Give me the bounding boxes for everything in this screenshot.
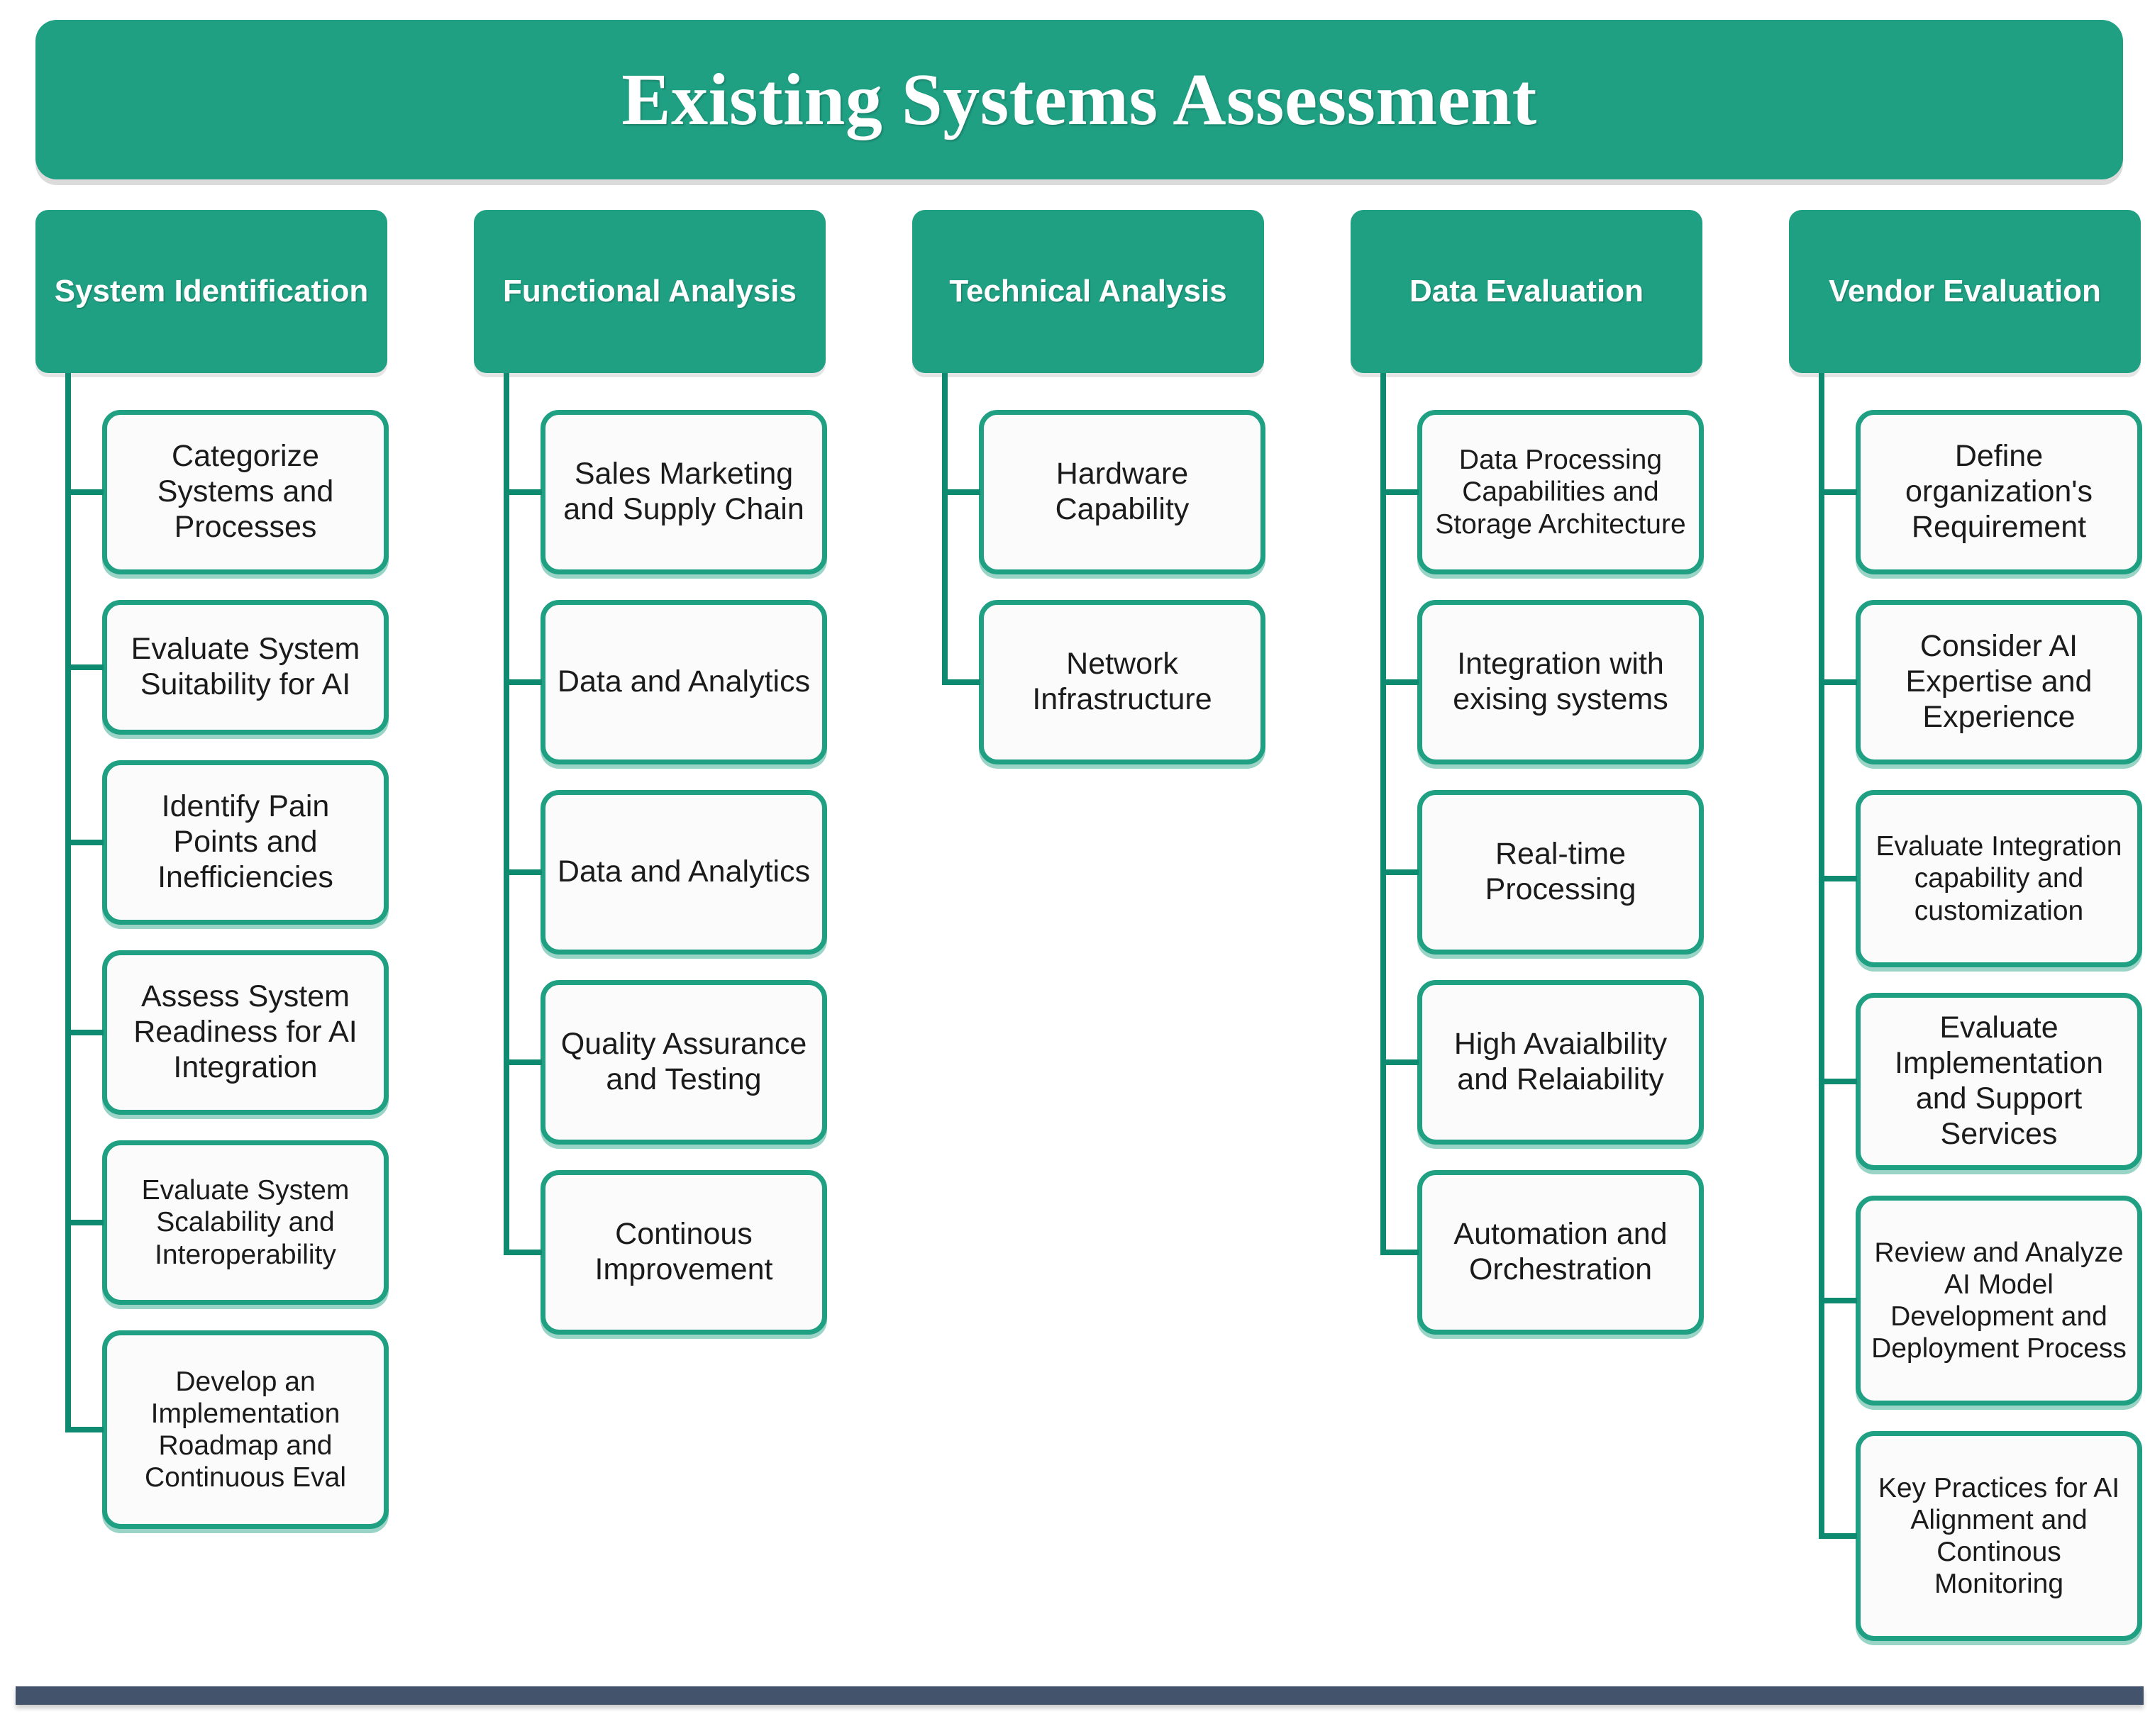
leaf-box[interactable]: Data Processing Capabilities and Storage…: [1417, 410, 1704, 574]
leaf-box[interactable]: Identify Pain Points and Inefficiencies: [102, 760, 389, 925]
leaf-box[interactable]: Real-time Processing: [1417, 790, 1704, 955]
connector-stub: [1819, 1079, 1857, 1084]
leaf-label: Sales Marketing and Supply Chain: [563, 457, 804, 526]
connector-stub: [942, 679, 980, 685]
column-header-label: Functional Analysis: [502, 274, 797, 309]
leaf-box[interactable]: Review and Analyze AI Model Development …: [1856, 1196, 2142, 1406]
column-header-label: Vendor Evaluation: [1829, 274, 2101, 309]
footer-divider-bar: [16, 1686, 2144, 1705]
leaf-box[interactable]: Categorize Systems and Processes: [102, 410, 389, 574]
connector-stub: [1380, 489, 1419, 495]
leaf-box[interactable]: Evaluate System Scalability and Interope…: [102, 1140, 389, 1305]
column-header-5[interactable]: Vendor Evaluation: [1789, 210, 2141, 373]
leaf-box[interactable]: Data and Analytics: [541, 600, 827, 764]
leaf-box[interactable]: Consider AI Expertise and Experience: [1856, 600, 2142, 764]
leaf-label: Consider AI Expertise and Experience: [1905, 629, 2093, 734]
connector-stub: [1819, 489, 1857, 495]
leaf-box[interactable]: Continous Improvement: [541, 1170, 827, 1335]
connector-stub: [942, 489, 980, 495]
column-header-label: Technical Analysis: [949, 274, 1227, 309]
leaf-box[interactable]: Define organization's Requirement: [1856, 410, 2142, 574]
leaf-label: Data and Analytics: [557, 855, 811, 889]
connector-stub: [504, 1059, 542, 1065]
leaf-box[interactable]: Network Infrastructure: [979, 600, 1265, 764]
leaf-label: Real-time Processing: [1485, 837, 1636, 906]
leaf-box[interactable]: Sales Marketing and Supply Chain: [541, 410, 827, 574]
leaf-label: Evaluate System Scalability and Interope…: [141, 1175, 350, 1270]
connector-trunk: [1380, 373, 1386, 1255]
connector-stub: [504, 1250, 542, 1255]
leaf-label: Automation and Orchestration: [1453, 1217, 1668, 1286]
leaf-box[interactable]: Integration with exising systems: [1417, 600, 1704, 764]
leaf-box[interactable]: Evaluate Implementation and Support Serv…: [1856, 993, 2142, 1170]
leaf-label: Quality Assurance and Testing: [560, 1027, 807, 1096]
diagram-title-banner: Existing Systems Assessment: [35, 20, 2123, 179]
leaf-label: Evaluate Implementation and Support Serv…: [1895, 1011, 2103, 1151]
column-header-label: System Identification: [54, 274, 369, 309]
connector-stub: [1380, 1059, 1419, 1065]
leaf-box[interactable]: Assess System Readiness for AI Integrati…: [102, 950, 389, 1115]
connector-stub: [65, 840, 104, 845]
connector-stub: [1380, 679, 1419, 685]
connector-stub: [1819, 1533, 1857, 1539]
connector-trunk: [504, 373, 509, 1255]
connector-stub: [1819, 1298, 1857, 1303]
connector-stub: [1819, 679, 1857, 685]
column-header-4[interactable]: Data Evaluation: [1351, 210, 1702, 373]
connector-stub: [65, 1427, 104, 1432]
connector-stub: [504, 489, 542, 495]
leaf-box[interactable]: Automation and Orchestration: [1417, 1170, 1704, 1335]
column-header-1[interactable]: System Identification: [35, 210, 387, 373]
leaf-label: Assess System Readiness for AI Integrati…: [133, 979, 358, 1084]
connector-stub: [65, 1220, 104, 1225]
connector-stub: [65, 489, 104, 495]
leaf-label: Key Practices for AI Alignment and Conti…: [1878, 1472, 2120, 1600]
connector-stub: [504, 679, 542, 685]
connector-stub: [1380, 1250, 1419, 1255]
leaf-label: Categorize Systems and Processes: [157, 439, 334, 544]
leaf-box[interactable]: Evaluate Integration capability and cust…: [1856, 790, 2142, 967]
leaf-box[interactable]: Key Practices for AI Alignment and Conti…: [1856, 1431, 2142, 1641]
leaf-label: Evaluate System Suitability for AI: [131, 632, 360, 701]
leaf-box[interactable]: Quality Assurance and Testing: [541, 980, 827, 1145]
connector-trunk: [942, 373, 948, 685]
leaf-label: Identify Pain Points and Inefficiencies: [157, 789, 333, 894]
leaf-box[interactable]: Develop an Implementation Roadmap and Co…: [102, 1330, 389, 1529]
column-header-3[interactable]: Technical Analysis: [912, 210, 1264, 373]
leaf-label: Define organization's Requirement: [1905, 439, 2093, 544]
column-header-label: Data Evaluation: [1409, 274, 1644, 309]
leaf-label: Evaluate Integration capability and cust…: [1875, 831, 2122, 926]
connector-trunk: [1819, 373, 1824, 1539]
connector-stub: [65, 1030, 104, 1035]
leaf-box[interactable]: Data and Analytics: [541, 790, 827, 955]
column-header-2[interactable]: Functional Analysis: [474, 210, 826, 373]
connector-stub: [504, 869, 542, 875]
leaf-label: Integration with exising systems: [1453, 647, 1668, 716]
leaf-label: Data Processing Capabilities and Storage…: [1435, 445, 1686, 540]
connector-stub: [1819, 876, 1857, 881]
leaf-box[interactable]: Evaluate System Suitability for AI: [102, 600, 389, 735]
leaf-box[interactable]: High Avaialbility and Relaiability: [1417, 980, 1704, 1145]
leaf-label: Network Infrastructure: [1032, 647, 1212, 716]
leaf-label: Review and Analyze AI Model Development …: [1871, 1237, 2127, 1364]
connector-stub: [1380, 869, 1419, 875]
connector-stub: [65, 664, 104, 670]
leaf-label: Develop an Implementation Roadmap and Co…: [144, 1366, 346, 1493]
leaf-label: High Avaialbility and Relaiability: [1453, 1027, 1668, 1096]
leaf-box[interactable]: Hardware Capability: [979, 410, 1265, 574]
connector-trunk: [65, 373, 71, 1432]
leaf-label: Continous Improvement: [594, 1217, 773, 1286]
page-title: Existing Systems Assessment: [621, 58, 1537, 140]
leaf-label: Data and Analytics: [557, 664, 811, 699]
leaf-label: Hardware Capability: [1055, 457, 1190, 526]
